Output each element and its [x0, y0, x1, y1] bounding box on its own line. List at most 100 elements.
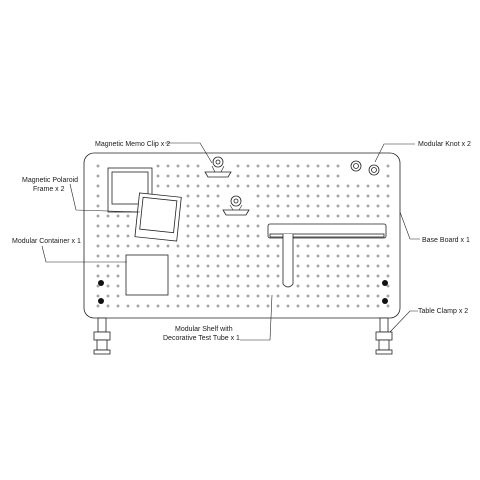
peg-hole	[96, 224, 100, 228]
peg-hole	[106, 274, 110, 278]
peg-hole	[116, 304, 120, 308]
peg-hole	[336, 274, 340, 278]
peg-hole	[336, 264, 340, 268]
peg-hole	[366, 214, 370, 218]
peg-hole	[316, 194, 320, 198]
peg-hole	[256, 304, 260, 308]
peg-hole	[206, 184, 210, 188]
peg-hole	[356, 184, 360, 188]
peg-hole	[306, 284, 310, 288]
peg-hole	[376, 254, 380, 258]
peg-hole	[246, 164, 250, 168]
peg-hole	[106, 284, 110, 288]
peg-hole	[176, 254, 180, 258]
peg-hole	[366, 254, 370, 258]
peg-hole	[186, 244, 190, 248]
peg-hole	[206, 304, 210, 308]
peg-hole	[196, 194, 200, 198]
peg-hole	[126, 304, 130, 308]
peg-hole	[336, 284, 340, 288]
peg-hole	[196, 224, 200, 228]
peg-hole	[256, 254, 260, 258]
peg-hole	[176, 284, 180, 288]
peg-hole	[316, 204, 320, 208]
peg-hole	[156, 244, 160, 248]
leader-lines	[41, 142, 420, 341]
peg-hole	[186, 234, 190, 238]
peg-hole	[216, 234, 220, 238]
peg-hole	[276, 264, 280, 268]
peg-hole	[126, 234, 130, 238]
peg-hole	[266, 214, 270, 218]
peg-hole	[366, 244, 370, 248]
peg-hole	[356, 244, 360, 248]
peg-hole	[116, 214, 120, 218]
peg-hole	[216, 204, 220, 208]
peg-hole	[276, 304, 280, 308]
label-table-clamp: Table Clamp x 2	[418, 308, 468, 315]
peg-hole	[96, 264, 100, 268]
peg-hole	[96, 204, 100, 208]
peg-hole	[96, 234, 100, 238]
peg-hole	[216, 294, 220, 298]
peg-hole	[326, 174, 330, 178]
peg-hole	[206, 204, 210, 208]
peg-hole	[326, 184, 330, 188]
label-knot: Modular Knot x 2	[418, 141, 471, 148]
peg-hole	[226, 254, 230, 258]
peg-hole	[276, 284, 280, 288]
peg-hole	[196, 234, 200, 238]
peg-hole	[166, 304, 170, 308]
peg-hole	[266, 184, 270, 188]
peg-hole	[326, 214, 330, 218]
peg-hole	[246, 254, 250, 258]
peg-hole	[166, 174, 170, 178]
peg-hole	[376, 204, 380, 208]
peg-hole	[96, 294, 100, 298]
modular-shelf	[267, 223, 387, 288]
peg-hole	[306, 214, 310, 218]
peg-hole	[246, 274, 250, 278]
peg-hole	[186, 254, 190, 258]
peg-hole	[176, 174, 180, 178]
peg-hole	[286, 174, 290, 178]
peg-hole	[116, 264, 120, 268]
peg-hole	[146, 244, 150, 248]
peg-hole	[386, 274, 390, 278]
peg-hole	[226, 234, 230, 238]
peg-hole	[206, 294, 210, 298]
peg-hole	[246, 244, 250, 248]
peg-hole	[96, 214, 100, 218]
memo-clip-bottom	[222, 195, 250, 216]
peg-hole	[256, 174, 260, 178]
peg-hole	[96, 254, 100, 258]
table-clamp-left	[93, 317, 111, 355]
peg-hole	[286, 294, 290, 298]
peg-hole	[306, 304, 310, 308]
peg-hole	[256, 294, 260, 298]
peg-hole	[206, 244, 210, 248]
peg-hole	[176, 294, 180, 298]
peg-hole	[116, 224, 120, 228]
peg-hole	[316, 274, 320, 278]
peg-hole	[126, 224, 130, 228]
peg-hole	[186, 194, 190, 198]
peg-hole	[276, 194, 280, 198]
peg-hole	[316, 284, 320, 288]
peg-hole	[336, 254, 340, 258]
peg-hole	[236, 284, 240, 288]
peg-hole	[206, 214, 210, 218]
peg-hole	[236, 164, 240, 168]
peg-hole	[106, 234, 110, 238]
memo-clip-top	[204, 156, 232, 178]
peg-hole	[116, 244, 120, 248]
peg-hole	[316, 254, 320, 258]
peg-hole	[356, 194, 360, 198]
peg-hole	[366, 264, 370, 268]
peg-hole	[196, 304, 200, 308]
peg-hole	[306, 204, 310, 208]
peg-hole	[126, 214, 130, 218]
peg-hole	[386, 204, 390, 208]
peg-hole	[346, 184, 350, 188]
peg-hole	[386, 294, 390, 298]
